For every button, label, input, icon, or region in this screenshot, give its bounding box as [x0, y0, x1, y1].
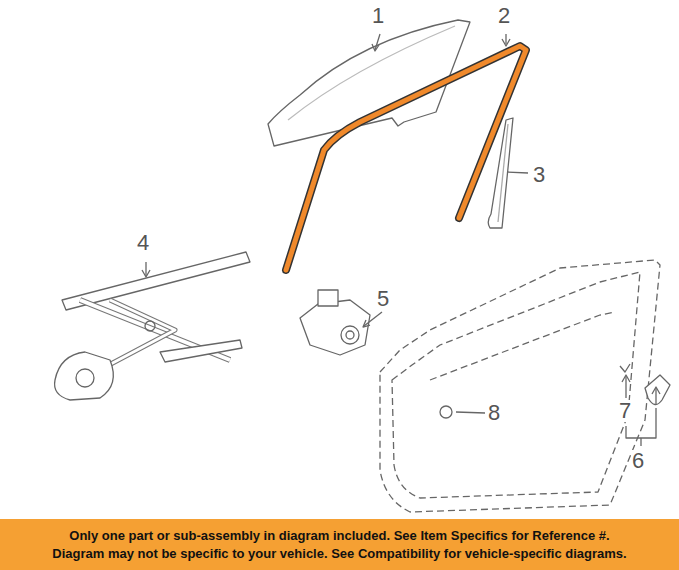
callout-number: 3 [532, 164, 546, 186]
callout-number: 4 [136, 232, 150, 254]
callout-number: 6 [631, 450, 645, 472]
notice-text: Diagram may not be specific to your vehi… [52, 545, 626, 563]
callout-number: 7 [618, 400, 632, 422]
callout-number: 5 [376, 288, 390, 310]
callout-number: 1 [371, 5, 385, 27]
notice-text: Only one part or sub-assembly in diagram… [69, 527, 609, 545]
callout-number: 8 [487, 402, 501, 424]
callout-number: 2 [497, 5, 511, 27]
notice-banner: Only one part or sub-assembly in diagram… [0, 519, 679, 570]
